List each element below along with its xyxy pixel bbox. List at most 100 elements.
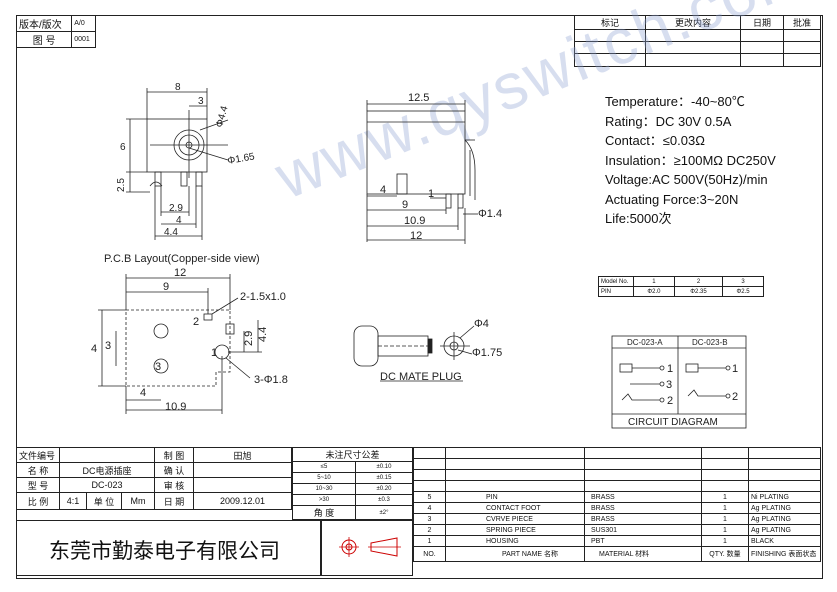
info-confirm-label: 确 认 <box>154 462 194 478</box>
circuit-a-pin2: 2 <box>667 395 673 407</box>
bom-finish: Ag PLATING <box>748 513 821 525</box>
spec-list: Temperature：-40~80℃ Rating：DC 30V 0.5A C… <box>605 92 776 229</box>
bom-qty: 1 <box>701 524 749 536</box>
side-dim-4: 4 <box>380 184 386 196</box>
front-dim-29: 2.9 <box>169 203 183 214</box>
pcb-dim-4-left: 4 <box>91 343 97 355</box>
info-model-label: 型 号 <box>16 477 60 493</box>
bom-qty: 1 <box>701 513 749 525</box>
mate-plug-caption: DC MATE PLUG <box>380 371 462 383</box>
circuit-diagram <box>611 335 747 429</box>
front-view <box>126 88 229 240</box>
info-scale-label: 比 例 <box>16 492 60 510</box>
side-dim-109: 10.9 <box>404 215 425 227</box>
pcb-pin-3: 3 <box>155 361 161 373</box>
circuit-a-pin3: 3 <box>666 379 672 391</box>
tol-value-4: ±2° <box>355 505 413 520</box>
tol-range-2: 10~30 <box>292 483 356 495</box>
pcb-caption: P.C.B Layout(Copper-side view) <box>104 253 260 265</box>
model-header-3: 3 <box>722 276 764 287</box>
model-row-1: Φ2.0 <box>633 286 675 297</box>
bom-finish: Ag PLATING <box>748 524 821 536</box>
spec-temperature: Temperature：-40~80℃ <box>605 94 745 109</box>
bom-qty: 1 <box>701 502 749 514</box>
pcb-dim-109: 10.9 <box>165 401 186 413</box>
bom-header-no: NO. <box>413 546 446 562</box>
bom-qty: 1 <box>701 491 749 503</box>
bom-no: 1 <box>413 535 446 547</box>
projection-symbol-box <box>321 520 413 576</box>
front-dim-phi165: Φ1.65 <box>227 151 256 167</box>
front-dim-8: 8 <box>175 82 181 93</box>
front-dim-phi44: Φ4.4 <box>214 104 230 128</box>
bom-finish: Ag PLATING <box>748 502 821 514</box>
side-dim-125: 12.5 <box>408 92 429 104</box>
front-dim-6: 6 <box>120 142 126 153</box>
model-row-0: PIN <box>598 286 634 297</box>
bom-table: 5 PIN BRASS 1 Ni PLATING 4 CONTACT FOOT … <box>413 447 821 562</box>
circuit-a-pin1: 1 <box>667 363 673 375</box>
pcb-dim-4-bottom: 4 <box>140 387 146 399</box>
bom-header-qty: QTY. 数量 <box>701 546 749 562</box>
model-header-1: 1 <box>633 276 675 287</box>
info-review-value <box>193 477 292 493</box>
tol-range-0: ≤5 <box>292 461 356 473</box>
model-row-3: Φ2.5 <box>722 286 764 297</box>
pcb-pin-2: 2 <box>193 316 199 328</box>
bom-row: 4 CONTACT FOOT BRASS 1 Ag PLATING <box>413 502 821 514</box>
bom-no: 4 <box>413 502 446 514</box>
spec-actuating-force: Actuating Force:3~20N <box>605 191 739 207</box>
front-dim-44: 4.4 <box>164 227 178 238</box>
bom-part: SPRING PIECE <box>445 524 585 536</box>
tol-range-4: 角 度 <box>292 505 356 520</box>
info-name-value: DC电源插座 <box>59 462 155 478</box>
tol-range-1: 5~10 <box>292 472 356 484</box>
bom-no: 5 <box>413 491 446 503</box>
circuit-b-pin2: 2 <box>732 391 738 403</box>
pcb-dim-9: 9 <box>163 281 169 293</box>
bom-material: BRASS <box>584 502 702 514</box>
tolerance-table: 未注尺寸公差 ≤5±0.10 5~10±0.15 10~30±0.20 >30±… <box>292 447 413 520</box>
company-box <box>16 520 321 576</box>
bom-part: HOUSING <box>445 535 585 547</box>
plug-dim-phi175: Φ1.75 <box>472 347 502 359</box>
tol-value-1: ±0.15 <box>355 472 413 484</box>
front-dim-25: 2.5 <box>116 178 127 192</box>
pcb-dim-3-left: 3 <box>105 340 111 352</box>
spec-life: Life:5000次 <box>605 211 672 226</box>
model-header-0: Model No. <box>598 276 634 287</box>
bom-header-finish: FINISHING 表面状态 <box>748 546 821 562</box>
bom-part: CONTACT FOOT <box>445 502 585 514</box>
bom-finish: Ni PLATING <box>748 491 821 503</box>
front-dim-3: 3 <box>198 96 204 107</box>
info-file-no-label: 文件编号 <box>16 447 60 463</box>
bom-header-row: NO. PART NAME 名称 MATERIAL 材料 QTY. 数量 FIN… <box>413 546 821 562</box>
pcb-layout <box>98 274 262 414</box>
spec-rating: Rating：DC 30V 0.5A <box>605 113 732 129</box>
tol-range-3: >30 <box>292 494 356 506</box>
tol-value-2: ±0.20 <box>355 483 413 495</box>
info-model-value: DC-023 <box>59 477 155 493</box>
circuit-b-pin1: 1 <box>732 363 738 375</box>
drawing-no-label: 图 号 <box>15 31 73 48</box>
bom-qty: 1 <box>701 535 749 547</box>
pcb-dim-slot: 2-1.5x1.0 <box>240 291 286 303</box>
mate-plug-drawing <box>353 325 475 382</box>
bom-row: 5 PIN BRASS 1 Ni PLATING <box>413 491 821 503</box>
info-file-no-value <box>59 447 155 463</box>
bom-material: SUS301 <box>584 524 702 536</box>
technical-drawings: 8 3 Φ4.4 6 Φ1.65 2.5 2.9 4 4.4 12.5 4 <box>91 82 747 429</box>
info-name-label: 名 称 <box>16 462 60 478</box>
bom-header-part: PART NAME 名称 <box>445 546 585 562</box>
bom-no: 2 <box>413 524 446 536</box>
bom-part: PIN <box>445 491 585 503</box>
bom-header-material: MATERIAL 材料 <box>584 546 702 562</box>
model-table: Model No. 1 2 3 PIN Φ2.0 Φ2.35 Φ2.5 <box>598 276 764 297</box>
revision-table: 标记 更改内容 日期 批准 <box>574 15 821 67</box>
side-dim-1: 1 <box>428 188 434 200</box>
info-drawn-label: 制 图 <box>154 447 194 463</box>
drawing-frame <box>16 15 823 579</box>
info-date-value: 2009.12.01 <box>193 492 292 510</box>
bom-row: 3 CVRVE PIECE BRASS 1 Ag PLATING <box>413 513 821 525</box>
